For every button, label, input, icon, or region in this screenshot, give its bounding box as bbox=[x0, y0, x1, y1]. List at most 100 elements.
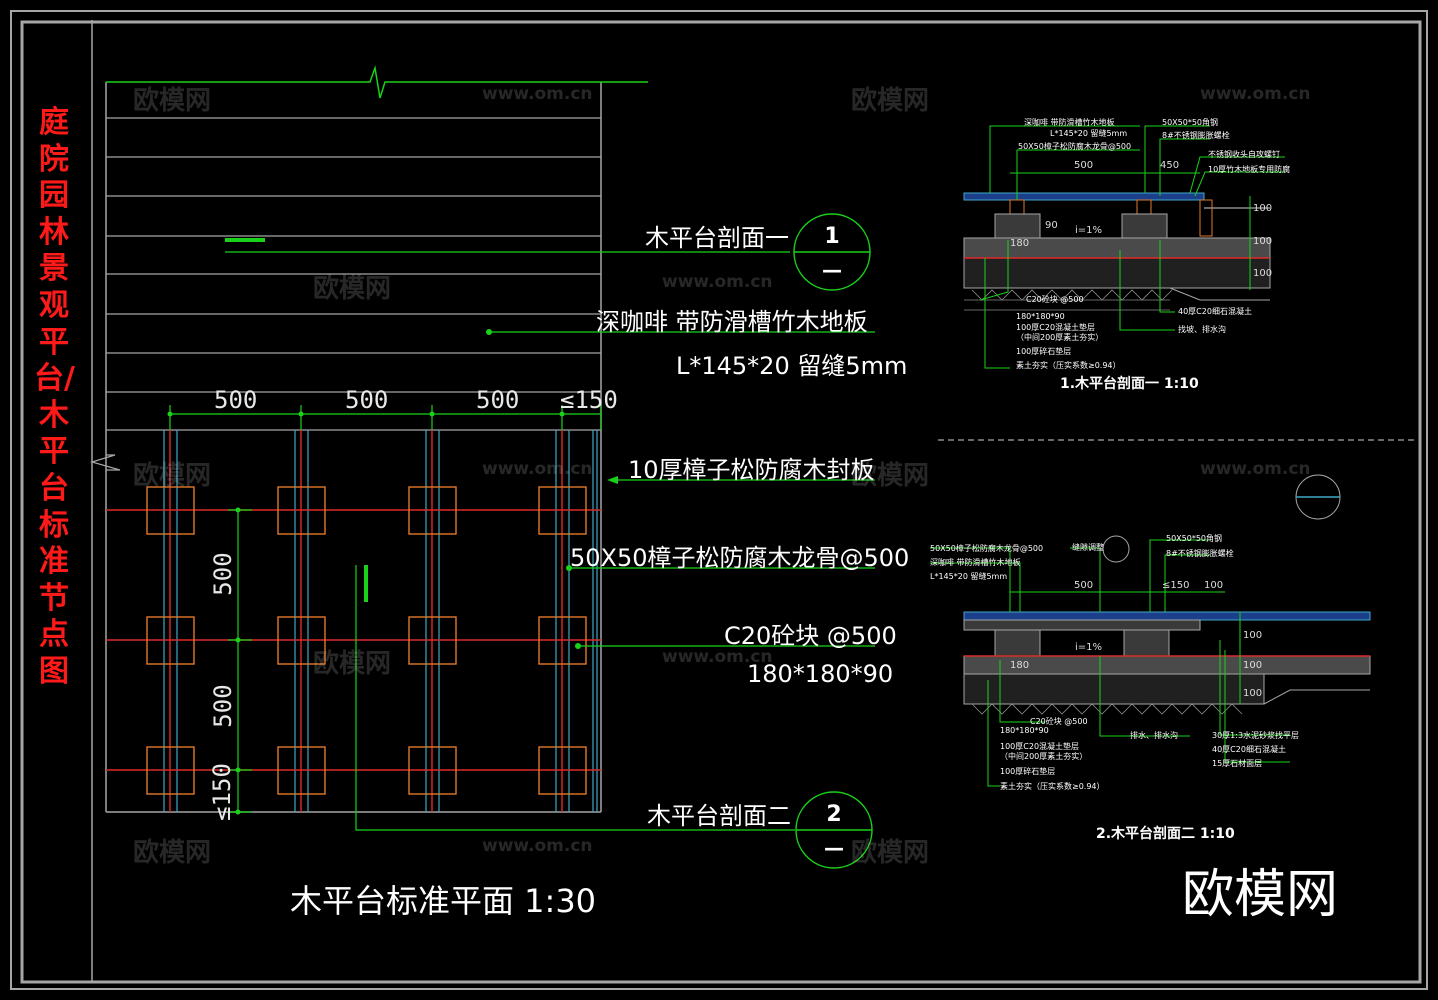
concrete-block bbox=[146, 746, 195, 795]
dim-dot bbox=[235, 767, 241, 773]
concrete-block bbox=[146, 486, 195, 535]
leader bbox=[930, 562, 1021, 612]
leader bbox=[999, 660, 1045, 723]
inner-frame bbox=[20, 20, 1422, 984]
dim-side-1: 500 bbox=[209, 552, 237, 596]
concrete-block bbox=[277, 746, 326, 795]
leader-dot bbox=[566, 565, 572, 571]
hatch bbox=[964, 299, 1170, 311]
leader bbox=[1194, 171, 1285, 197]
s1-label: 8#不锈钢膨胀螺栓 bbox=[1162, 131, 1230, 140]
s1-joist bbox=[1009, 199, 1025, 215]
concrete-block bbox=[538, 486, 587, 535]
s1-soil-hatch bbox=[964, 289, 1173, 311]
s1-label: 找坡、排水沟 bbox=[1178, 325, 1226, 334]
s2-label: （中间200厚素土夯实） bbox=[1000, 752, 1088, 761]
s2-leaders bbox=[930, 539, 1290, 787]
leader bbox=[979, 240, 1009, 301]
s1-label: 100厚C20混凝土垫层 bbox=[1016, 323, 1096, 332]
leader bbox=[1189, 156, 1285, 194]
s2-concrete-block bbox=[994, 629, 1041, 657]
s1-label: 10厚竹木地板专用防腐 bbox=[1208, 165, 1291, 174]
s2-label: 排水、排水沟 bbox=[1130, 731, 1178, 740]
s2-label: 50X50樟子松防腐木龙骨@500 bbox=[930, 544, 1044, 553]
dim-dot bbox=[559, 411, 565, 417]
leader bbox=[1149, 539, 1210, 612]
dim-dot bbox=[298, 411, 304, 417]
concrete-blocks bbox=[146, 486, 587, 795]
s2-label: 180*180*90 bbox=[1000, 726, 1049, 735]
concrete-block bbox=[408, 486, 457, 535]
s2-label: 50X50*50角钢 bbox=[1166, 534, 1223, 543]
s1-label: 180*180*90 bbox=[1016, 312, 1065, 321]
decking-callout-line1: 深咖啡 带防滑槽竹木地板 bbox=[596, 308, 868, 336]
leader bbox=[1164, 554, 1210, 612]
concrete-block bbox=[538, 746, 587, 795]
leader bbox=[1219, 640, 1290, 736]
s1-decking bbox=[963, 192, 1205, 201]
s2-soil-hatch bbox=[971, 703, 1243, 715]
s2-dim: 180 bbox=[1010, 660, 1030, 671]
s1-joist bbox=[1136, 199, 1152, 215]
left-break-line bbox=[89, 454, 121, 471]
leader bbox=[1070, 547, 1101, 612]
fascia-callout: 10厚樟子松防腐木封板 bbox=[628, 456, 875, 484]
s2-label: 缝隙调整 bbox=[1072, 543, 1104, 552]
block-callout-line1: C20砼块 @500 bbox=[724, 622, 897, 650]
leader bbox=[1119, 250, 1175, 331]
s2-decking bbox=[963, 611, 1371, 621]
top-break-line bbox=[106, 65, 648, 99]
leader bbox=[930, 547, 1011, 612]
concrete-block bbox=[408, 616, 457, 665]
s1-dim: 100 bbox=[1253, 236, 1273, 247]
s1-label: 100厚碎石垫层 bbox=[1016, 347, 1072, 356]
s1-dim: 500 bbox=[1074, 160, 1094, 171]
s1-gravel-layer bbox=[963, 257, 1271, 289]
top-dimension-dots bbox=[167, 411, 565, 417]
hatch bbox=[971, 703, 1243, 715]
s2-dim: 100 bbox=[1204, 580, 1224, 591]
s1-label: 50X50樟子松防腐木龙骨@500 bbox=[1018, 142, 1132, 151]
leader-dot bbox=[575, 643, 581, 649]
side-dimension-dots bbox=[235, 507, 241, 815]
s2-gravel-layer bbox=[963, 673, 1265, 705]
s2-label: 15厚石材面层 bbox=[1212, 759, 1263, 768]
s2-dim: 500 bbox=[1074, 580, 1094, 591]
leader bbox=[987, 680, 1000, 787]
leader bbox=[1224, 650, 1290, 763]
concrete-block bbox=[277, 486, 326, 535]
concrete-block bbox=[277, 616, 326, 665]
hatch bbox=[971, 289, 1173, 301]
s1-fascia bbox=[1199, 199, 1213, 237]
section-2-label: 木平台剖面二 bbox=[647, 802, 791, 830]
s1-label: 50X50*50角钢 bbox=[1162, 118, 1219, 127]
section-2-number: 2 bbox=[826, 802, 842, 827]
dim-dot bbox=[235, 507, 241, 513]
s1-label: 40厚C20细石混凝土 bbox=[1178, 307, 1252, 316]
s2-dim: 100 bbox=[1243, 630, 1263, 641]
s1-slope: i=1% bbox=[1075, 225, 1103, 236]
section-1-title: 1.木平台剖面一 1:10 bbox=[1060, 376, 1199, 392]
section-2-sub: — bbox=[824, 836, 844, 860]
s1-concrete-block bbox=[994, 213, 1041, 239]
s2-label: C20砼块 @500 bbox=[1030, 717, 1088, 726]
dim-dot bbox=[429, 411, 435, 417]
s2-ref-circle bbox=[1102, 535, 1130, 563]
s1-concrete-block bbox=[1121, 213, 1168, 239]
s1-leaders bbox=[979, 125, 1285, 369]
s1-label: 深咖啡 带防滑槽竹木地板 bbox=[1024, 118, 1115, 127]
section-1-number: 1 bbox=[824, 224, 840, 249]
plan-view bbox=[89, 65, 875, 869]
dim-side-3: ≤150 bbox=[208, 763, 236, 821]
s2-label: L*145*20 留缝5mm bbox=[930, 572, 1008, 581]
s2-slope: i=1% bbox=[1075, 642, 1103, 653]
section-2-title: 2.木平台剖面二 1:10 bbox=[1096, 826, 1235, 842]
leader bbox=[1016, 149, 1140, 200]
joist-callout: 50X50樟子松防腐木龙骨@500 bbox=[570, 544, 910, 572]
s1-label: （中间200厚素土夯实） bbox=[1016, 333, 1104, 342]
outer-frame bbox=[10, 10, 1428, 990]
block-callout-line2: 180*180*90 bbox=[747, 660, 894, 688]
dim-side-2: 500 bbox=[209, 684, 237, 728]
leader bbox=[1159, 138, 1210, 196]
s2-dim: 100 bbox=[1243, 660, 1263, 671]
